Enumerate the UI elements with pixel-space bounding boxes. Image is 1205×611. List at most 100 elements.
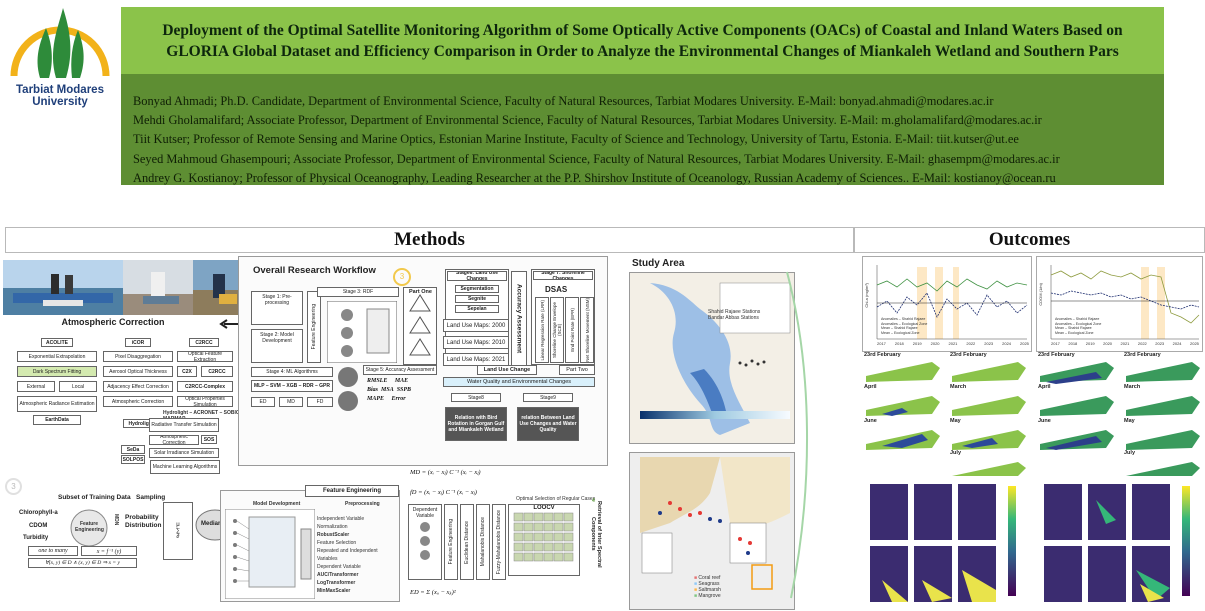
land-use-change: Land Use Change [477,365,537,375]
map-label: May [1124,418,1135,424]
study-area-title: Study Area [632,258,685,269]
land-map: Land Use Maps: 2010 [443,336,509,349]
author-line: Bonyad Ahmadi; Ph.D. Candidate, Departme… [133,94,994,108]
dsas-label: DSAS [545,285,568,294]
university-name-line-2: University [32,96,88,108]
university-logo: Tarbiat Modares University [0,0,120,118]
dist-col: Mahalanobis Distance [476,504,490,580]
outcomes-heading: Outcomes [854,227,1205,253]
acolite-head: ACOLITE [41,338,73,347]
stage9-box: relation Between Land Use Changes and Wa… [517,407,579,441]
map-label: 23rd February [1038,352,1075,358]
network-diagram-icon [327,301,397,363]
chla-map-grid: 23rd February 23rd February April March … [862,352,1030,478]
feat-label: Feature Engineering [75,521,104,533]
author-line: Mehdi Gholamalifard; Associate Professor… [133,113,1042,128]
c2rcc-item: C2RCC-Complex [177,381,233,392]
stage-box: Stage 4: ML Algorithms [251,367,333,377]
sos-box: SOS [201,435,217,444]
icor-item: Adjacency Effect Correction [103,381,173,392]
input-label: Chlorophyll-a [19,510,58,516]
dist-col: Fuzzy-Mahalanobis Distance [492,504,506,580]
field-photo-boat [3,260,123,315]
shore-col: Shoreline Change Envelope (SCE) [550,297,564,363]
chla-map-thumbnails [866,362,1026,476]
dist-params: μ ∑ ∂ [163,502,193,560]
stage-box: Stage 3: RDF [317,287,399,297]
subset-label: Subset of Training Data [58,494,131,501]
ml-row-cell: FD [307,397,333,407]
land-map: Land Use Maps: 2000 [443,319,509,332]
shore-col: Linear Regression Rate (LRR) [535,297,549,363]
map-label: July [950,450,962,456]
loocv-cells [513,512,574,562]
feature-eng-vertical: Feature Engineering [307,291,321,363]
c2rcc-item: Optical Properties Simulation [177,396,233,407]
icor-head: iCOR [125,338,151,347]
loocv-grid: LOOCV [508,504,580,576]
icor-item: Atmospheric Correction [103,396,173,407]
stage-box: Stage 5: Accuracy Assessment [363,365,437,375]
wq-bar: Water Quality and Environmental Changes [443,377,595,387]
poster-title: Deployment of the Optimal Satellite Moni… [121,7,1164,74]
loocv-title: Optimal Selection of Regular Cases [516,496,596,502]
atmos-title: Atmospheric Correction [61,317,165,327]
preproc-list: Independent Variable Normalization Robus… [317,516,378,594]
map-label: May [950,418,961,424]
map-label: June [864,418,877,424]
icor-item: Pixel Disaggregation [103,351,173,362]
author-line: Andrey G. Kostianoy; Professor of Physic… [133,170,1056,185]
input-label: CDOM [29,523,48,529]
ml-node-circles [338,367,358,411]
c2rcc-item: C2X [177,366,197,377]
methods-heading: Methods [5,227,854,253]
stage8-box: Relation with Bird Rotation in Gorgan Gu… [445,407,507,441]
ml-row-cell: MD [279,397,303,407]
mdn-diagram: 3 Subset of Training Data Sampling Chlor… [3,478,235,606]
decorative-curve [786,271,809,599]
land-use-frame [445,269,509,365]
accuracy-vertical: Accuracy Assessment [511,271,527,367]
acolite-item: External [17,381,55,392]
network-grid-icon [225,509,315,599]
prob-label: Probability Distribution [125,514,162,529]
c2rcc-item: C2RCC [201,366,233,377]
land-map: Land Use Maps: 2021 [443,353,509,366]
inverse-eq: x = f⁻¹ (y) [81,546,137,556]
map-label: June [1038,418,1051,424]
stage-box: Stage 1: Pre-processing [251,291,303,325]
feature-engineering-panel: Feature Engineering Model Development Pr… [220,485,400,602]
part-one-label: Part One [409,289,432,295]
workflow-panel: Overall Research Workflow 3 Stage 1: Pre… [238,256,608,466]
metrics-block: RMSLE MAE Bias MSA SSPB MAPE Error [367,378,412,402]
mdn-label: MDN [113,514,119,526]
stage9-label: Stage9 [523,393,573,402]
fd-eq: fD = (xᵢ − xⱼ) C⁻¹ (xᵢ − xⱼ) [410,489,477,496]
author-line: Tiit Kutser; Professor of Remote Sensing… [133,132,1019,147]
acolite-item: Exponential Extrapolation [17,351,97,362]
map-label: March [1124,384,1141,390]
ml-row-cell: ED [251,397,275,407]
stage-box: Stage 2: Model Development [251,329,303,363]
study-area-map-gulf: ■ Coral reef ■ Seagrass ■ Saltmarsh ■ Ma… [629,452,795,610]
map-label: 23rd February [950,352,987,358]
cdom-map-grid: 23rd February 23rd February April March … [1036,352,1201,478]
preproc-label: Preprocessing [345,501,380,507]
model-dev-label: Model Development [253,501,301,507]
median-label: Median [201,521,222,527]
ml-algorithms-box: Machine Learning Algorithms [150,460,220,474]
map-label: April [1038,384,1051,390]
dist-col: Euclidean Distance [460,504,474,580]
arrow-left-icon [219,319,240,329]
shore-col: Net Shoreline Movement (NSM) [580,297,594,363]
badge4: 4 [592,498,595,504]
retrieval-vertical: Retrieval of Inter Spectral Components [590,500,602,568]
acolite-item: Local [59,381,97,392]
gulf-legend: ■ Coral reef ■ Seagrass ■ Saltmarsh ■ Ma… [694,575,721,599]
authors-block: Bonyad Ahmadi; Ph.D. Candidate, Departme… [121,74,1164,185]
